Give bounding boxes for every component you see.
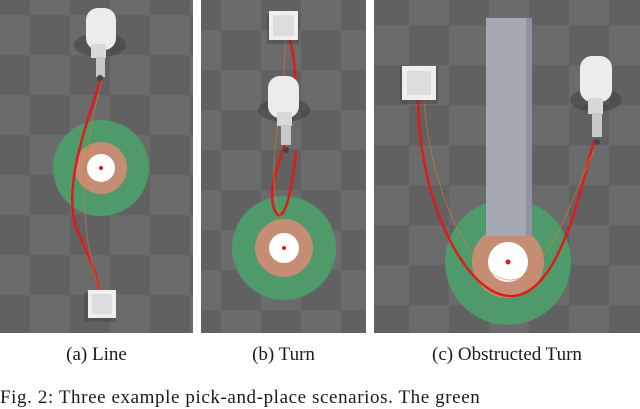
obstacle-shadow <box>526 18 532 236</box>
robot-arm <box>74 8 126 81</box>
caption-line: (a) Line <box>66 344 127 365</box>
panel-line <box>0 0 193 333</box>
figure-caption: Fig. 2: Three example pick-and-place sce… <box>0 387 481 408</box>
line-scene <box>0 0 193 333</box>
trajectory <box>270 29 298 217</box>
caption-turn: (b) Turn <box>252 344 315 365</box>
box-object <box>267 11 299 44</box>
obstructed-turn-scene <box>374 0 640 333</box>
panel-turn <box>201 0 366 333</box>
trajectory-alt <box>83 69 105 293</box>
panel-obstructed-turn <box>374 0 640 333</box>
robot-arm <box>570 56 622 145</box>
trajectory-alt <box>423 99 595 281</box>
obstacle-wall <box>486 18 530 236</box>
box-object <box>400 66 438 104</box>
caption-obstructed-turn: (c) Obstructed Turn <box>432 344 582 365</box>
turn-scene <box>201 0 366 333</box>
target-dot <box>99 166 103 170</box>
trajectory-alt <box>273 39 286 223</box>
target-dot <box>282 246 286 250</box>
box-object <box>84 290 116 322</box>
trajectory <box>416 99 596 298</box>
target-dot <box>505 259 511 265</box>
robot-arm <box>258 76 310 153</box>
